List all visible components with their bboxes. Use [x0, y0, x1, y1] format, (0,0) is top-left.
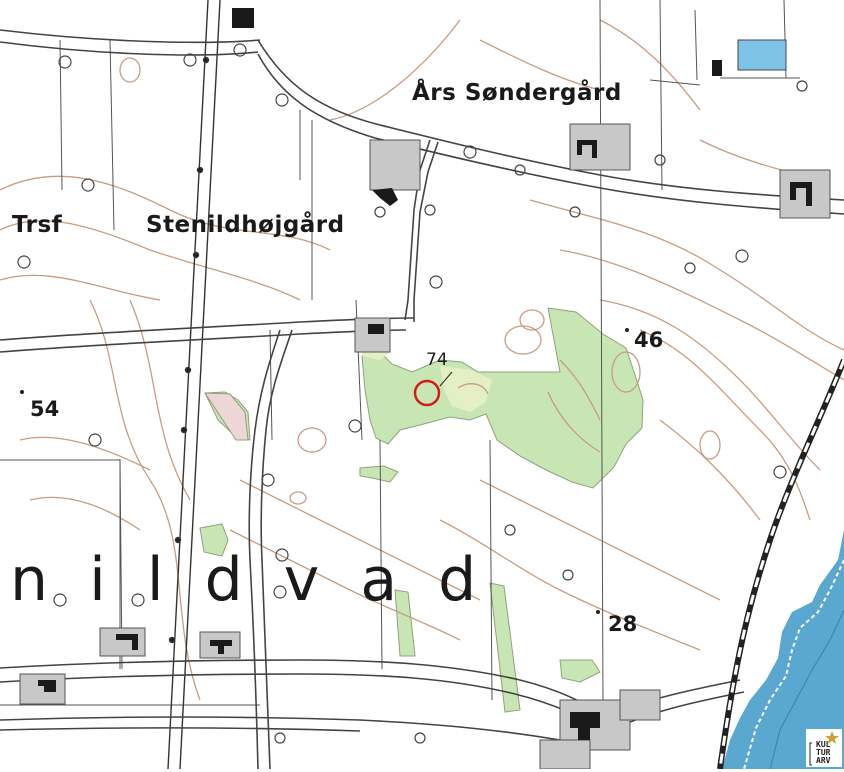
- logo-text: KUL TUR ARV: [816, 740, 831, 765]
- marker-circle: [413, 379, 441, 407]
- marker-label: 74: [426, 350, 448, 370]
- roads: [0, 29, 844, 769]
- contour-lines: [0, 19, 844, 701]
- label-trsf: Trsf: [12, 212, 63, 238]
- tree-symbols: [17, 43, 808, 744]
- height-28: 28: [608, 612, 638, 636]
- height-54: 54: [30, 397, 60, 421]
- field-boundaries: [0, 0, 800, 706]
- height-46: 46: [634, 328, 664, 352]
- kulturarv-logo: KUL TUR ARV: [806, 729, 842, 767]
- power-line: [167, 0, 221, 769]
- label-stenildhojgard: Stenildhøjgård: [146, 212, 345, 238]
- water-body: [722, 530, 844, 769]
- railway: [717, 358, 844, 769]
- label-ars-sondergard: Års Søndergård: [412, 80, 622, 106]
- label-nildvad: n i l d v a d: [10, 545, 481, 615]
